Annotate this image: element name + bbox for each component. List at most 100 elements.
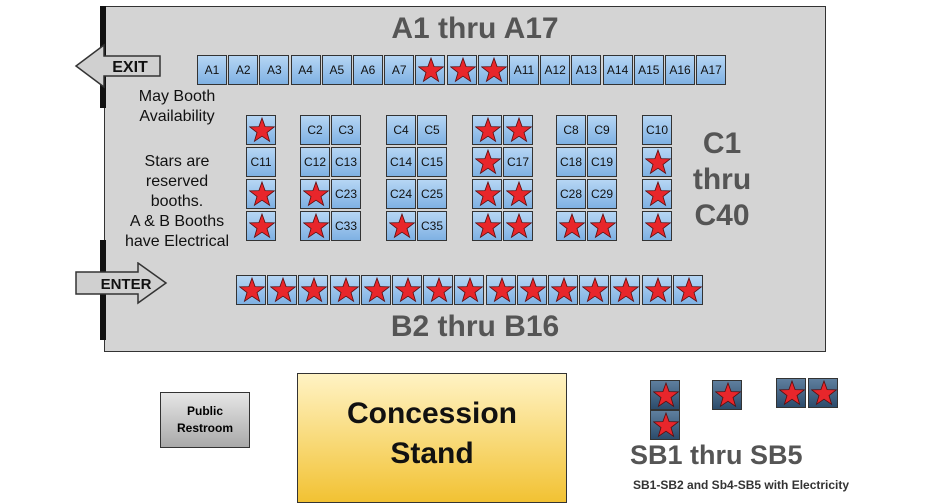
star-icon <box>249 213 275 239</box>
a-booth: A2 <box>228 55 259 85</box>
star-icon <box>363 277 390 303</box>
c-booth <box>503 179 533 209</box>
c-booth <box>386 211 416 241</box>
booth-label: C5 <box>424 123 440 137</box>
c-booth: C35 <box>417 211 447 241</box>
star-icon <box>480 57 507 83</box>
a-booth <box>446 55 477 85</box>
booth-label: A14 <box>606 63 629 77</box>
c-booth: C18 <box>556 147 586 177</box>
c-booth: C12 <box>300 147 330 177</box>
booth-label: C33 <box>334 219 357 233</box>
star-icon <box>249 117 275 143</box>
c-booth: C14 <box>386 147 416 177</box>
c-booth: C5 <box>417 115 447 145</box>
booth-label: C25 <box>420 187 443 201</box>
star-icon <box>449 57 476 83</box>
b-booth <box>485 275 516 305</box>
c-booth: C3 <box>331 115 361 145</box>
star-icon <box>653 382 679 408</box>
star-icon <box>645 149 671 175</box>
a-booth: A4 <box>290 55 321 85</box>
b-booth <box>641 275 672 305</box>
booth-label: C18 <box>559 155 582 169</box>
booth-label: C15 <box>420 155 443 169</box>
enter-arrow-icon: ENTER <box>75 262 168 305</box>
booth-label: C29 <box>590 187 613 201</box>
booth-label: C2 <box>307 123 323 137</box>
b-booth <box>329 275 360 305</box>
c-booth <box>472 115 502 145</box>
exit-arrow-icon: EXIT <box>74 43 161 89</box>
c-range-title: C1 thru C40 <box>682 126 762 234</box>
c-booth <box>246 115 276 145</box>
b-booth <box>236 275 266 305</box>
star-icon <box>715 382 741 408</box>
booth-label: A3 <box>267 63 282 77</box>
booth-label: C23 <box>334 187 357 201</box>
b-booth <box>267 275 298 305</box>
booth-label: C28 <box>559 187 582 201</box>
star-icon <box>582 277 609 303</box>
booth-label: C3 <box>338 123 354 137</box>
restroom-label-line: Public <box>186 404 223 418</box>
a-booth: A17 <box>696 55 727 85</box>
concession-stand: Concession Stand <box>297 373 567 503</box>
booth-label: A5 <box>329 63 345 77</box>
booth-label: C12 <box>303 155 326 169</box>
a-row-title: A1 thru A17 <box>391 12 559 45</box>
c-booth <box>587 211 617 241</box>
c-booth: C25 <box>417 179 447 209</box>
booth-label: A1 <box>204 63 220 77</box>
note-line: May Booth <box>138 88 216 105</box>
booth-label: C17 <box>506 155 529 169</box>
star-icon <box>645 213 671 239</box>
note-line: A & B Booths <box>129 213 225 230</box>
c-booth: C10 <box>642 115 672 145</box>
booth-label: A7 <box>391 63 407 77</box>
star-icon <box>506 181 532 207</box>
star-icon <box>675 277 702 303</box>
booth-label: A13 <box>575 63 598 77</box>
c-booth <box>472 147 502 177</box>
booth-label: C24 <box>389 187 412 201</box>
star-icon <box>426 277 453 303</box>
star-icon <box>239 277 265 303</box>
availability-note: May Booth Availability <box>112 87 242 127</box>
c-booth <box>642 211 672 241</box>
booth-label: C11 <box>250 155 272 169</box>
star-icon <box>475 181 501 207</box>
c-booth: C9 <box>587 115 617 145</box>
booth-label: C14 <box>389 155 412 169</box>
note-line: reserved <box>145 173 209 190</box>
b-booth <box>360 275 391 305</box>
b-booth <box>454 275 485 305</box>
c-booth <box>642 147 672 177</box>
a-booth: A5 <box>321 55 352 85</box>
a-booth: A3 <box>259 55 290 85</box>
star-icon <box>301 277 328 303</box>
star-icon <box>519 277 546 303</box>
c-booth <box>472 179 502 209</box>
note-line: have Electrical <box>124 233 230 250</box>
c-title-line: thru <box>692 163 752 196</box>
b-booth <box>392 275 422 305</box>
booth-label: C35 <box>420 219 443 233</box>
note-line: booths. <box>150 193 204 210</box>
b-booth <box>548 275 578 305</box>
star-icon <box>644 277 671 303</box>
c-booth <box>503 115 533 145</box>
star-icon <box>613 277 640 303</box>
booth-label: A11 <box>513 63 535 77</box>
note-line: Stars are <box>144 153 210 170</box>
star-icon <box>418 57 445 83</box>
star-icon <box>475 213 501 239</box>
star-icon <box>653 412 679 438</box>
star-icon <box>303 213 329 239</box>
booth-label: C13 <box>334 155 357 169</box>
star-icon <box>303 181 329 207</box>
c-booth: C19 <box>587 147 617 177</box>
sb-note: SB1-SB2 and Sb4-SB5 with Electricity <box>633 478 850 492</box>
public-restroom: Public Restroom <box>160 392 250 448</box>
c-booth <box>246 179 276 209</box>
